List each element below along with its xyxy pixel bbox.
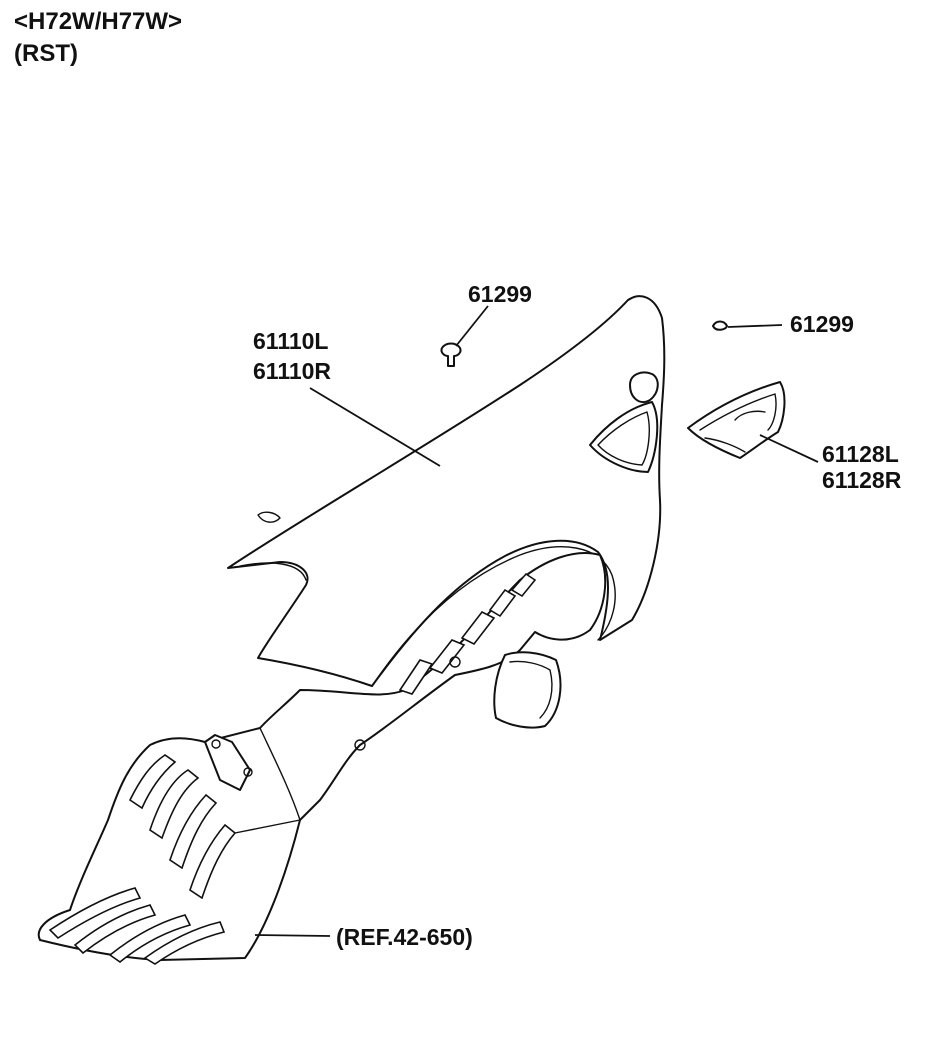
callout-clip-top: 61299 xyxy=(468,281,532,307)
callout-bracket-right: 61128R xyxy=(822,467,902,493)
model-code: <H72W/H77W> xyxy=(14,8,183,35)
wheel-liner xyxy=(37,551,607,965)
diagram-header: <H72W/H77W> (RST) xyxy=(14,6,182,70)
leader-lines xyxy=(254,305,819,937)
callout-fender-right: 61110R xyxy=(253,358,332,384)
callout-clip-right: 61299 xyxy=(790,311,854,337)
callout-bracket-left: 61128L xyxy=(822,441,899,467)
clip-top-icon xyxy=(440,342,462,367)
front-fender xyxy=(227,295,666,687)
trim-code: (RST) xyxy=(14,40,78,67)
callout-fender-left: 61110L xyxy=(253,328,329,354)
bracket-part xyxy=(687,381,786,459)
clip-right-icon xyxy=(712,320,728,331)
callout-liner-ref: (REF.42-650) xyxy=(336,924,473,950)
